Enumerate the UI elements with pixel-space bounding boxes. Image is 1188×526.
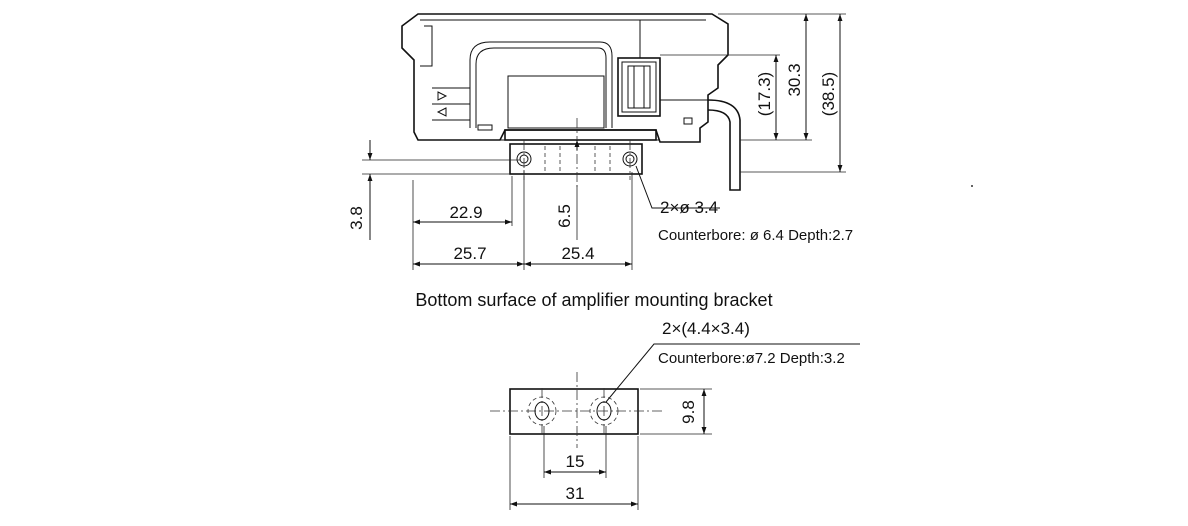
- dim-25-4: 25.4: [561, 244, 594, 263]
- bracket-caption: Bottom surface of amplifier mounting bra…: [415, 290, 772, 310]
- bracket-hole-note: 2×(4.4×3.4): [662, 319, 750, 338]
- dim-38-5: (38.5): [819, 72, 838, 116]
- dim-17-3: (17.3): [755, 72, 774, 116]
- amplifier-side-view: [401, 13, 741, 191]
- hole-leader: [635, 165, 720, 209]
- counterbore-note: Counterbore: ø 6.4 Depth:2.7: [658, 227, 853, 244]
- dim-25-7: 25.7: [453, 244, 486, 263]
- dim-15: 15: [566, 452, 585, 471]
- bracket-bottom-view: [490, 372, 662, 448]
- dim-22-9: 22.9: [449, 203, 482, 222]
- dim-30-3: 30.3: [785, 63, 804, 96]
- dim-31: 31: [566, 484, 585, 503]
- bracket-hole-leader: [605, 343, 860, 403]
- bracket-counterbore-note: Counterbore:ø7.2 Depth:3.2: [658, 350, 845, 367]
- stray-dot: [971, 185, 973, 187]
- dim-6-5: 6.5: [555, 204, 574, 228]
- hole-note: 2×ø 3.4: [660, 198, 718, 217]
- dim-9-8: 9.8: [679, 400, 698, 424]
- dim-3-8: 3.8: [347, 206, 366, 230]
